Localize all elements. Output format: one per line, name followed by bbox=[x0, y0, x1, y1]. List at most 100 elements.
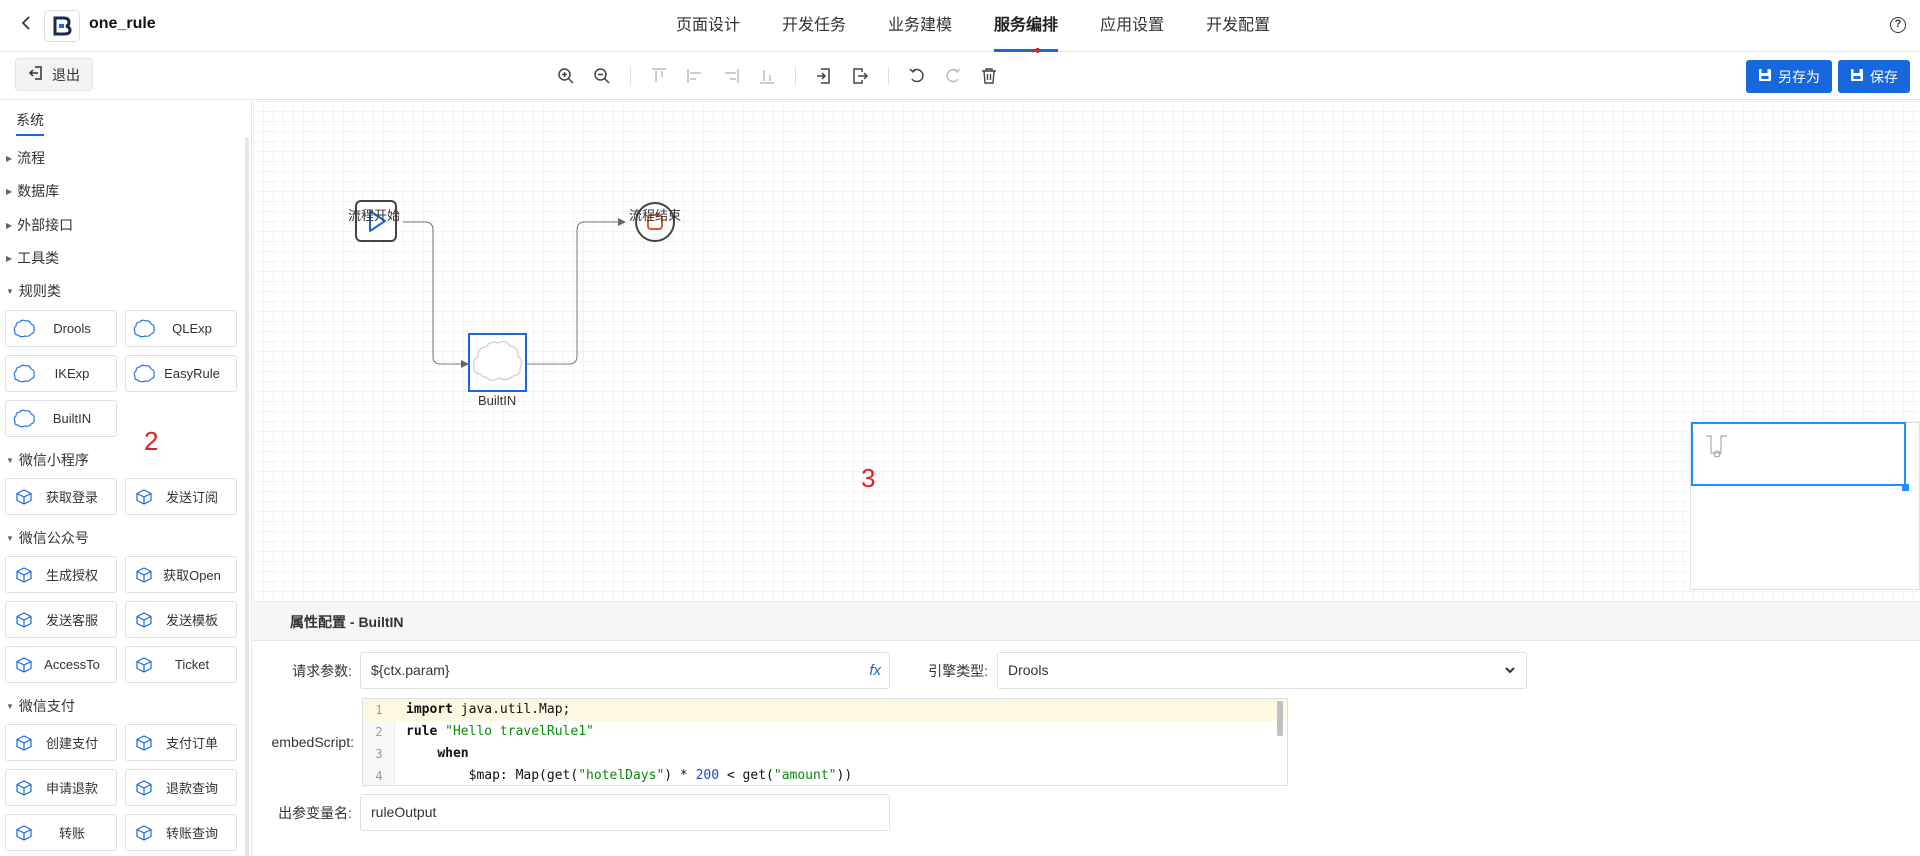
end-node bbox=[635, 202, 675, 242]
component-qlexp[interactable]: QLExp bbox=[125, 310, 237, 347]
caret-down-icon: ▼ bbox=[6, 286, 14, 296]
category-external-api[interactable]: ▶外部接口 bbox=[6, 217, 74, 233]
start-node bbox=[355, 200, 397, 242]
component-send-customer-service[interactable]: 发送客服 bbox=[5, 601, 117, 638]
minimap-viewport[interactable] bbox=[1691, 422, 1906, 486]
app-name: one_rule bbox=[89, 15, 156, 32]
component-send-subscribe[interactable]: 发送订阅 bbox=[125, 478, 237, 515]
component-ikexp[interactable]: IKExp bbox=[5, 355, 117, 392]
cube-icon bbox=[12, 485, 36, 509]
minimap-resize-handle[interactable] bbox=[1902, 484, 1909, 491]
zoom-in-icon[interactable] bbox=[548, 63, 584, 89]
category-wechat-miniprogram[interactable]: ▼微信小程序 bbox=[6, 452, 89, 468]
code-line: $map: Map(get("hotelDays") * 200 < get("… bbox=[406, 768, 853, 783]
flow-edge bbox=[403, 221, 469, 368]
flow-canvas[interactable]: 流程开始 流程结束 BuiltIN 3 bbox=[253, 101, 1920, 601]
component-get-openid[interactable]: 获取Open bbox=[125, 556, 237, 593]
component-access-token[interactable]: AccessTo bbox=[5, 646, 117, 683]
save-as-icon bbox=[1758, 68, 1772, 85]
minimap[interactable] bbox=[1690, 422, 1920, 590]
cube-icon bbox=[132, 776, 156, 800]
cube-icon bbox=[12, 563, 36, 587]
caret-down-icon: ▼ bbox=[6, 533, 14, 543]
category-database[interactable]: ▶数据库 bbox=[6, 183, 60, 199]
output-var-input[interactable]: ruleOutput bbox=[360, 794, 890, 831]
save-as-button[interactable]: 另存为 bbox=[1746, 60, 1832, 93]
category-rules[interactable]: ▼规则类 bbox=[6, 283, 61, 299]
task-node-label: BuiltIN bbox=[478, 393, 517, 408]
annotation-3: 3 bbox=[861, 463, 876, 493]
save-button[interactable]: 保存 bbox=[1838, 60, 1910, 93]
component-send-template[interactable]: 发送模板 bbox=[125, 601, 237, 638]
undo-icon[interactable] bbox=[899, 63, 935, 89]
flow-diagram bbox=[355, 200, 675, 392]
line-number: 1 bbox=[375, 703, 383, 717]
category-wechat-pay[interactable]: ▼微信支付 bbox=[6, 698, 75, 714]
component-ticket[interactable]: Ticket bbox=[125, 646, 237, 683]
cube-icon bbox=[132, 821, 156, 845]
caret-down-icon: ▼ bbox=[6, 455, 14, 465]
component-easyrule[interactable]: EasyRule bbox=[125, 355, 237, 392]
component-create-payment[interactable]: 创建支付 bbox=[5, 724, 117, 761]
save-as-label: 另存为 bbox=[1778, 68, 1820, 85]
tab-dev-config[interactable]: 开发配置 bbox=[1206, 17, 1271, 34]
cloud-icon bbox=[132, 362, 156, 386]
engine-type-select[interactable]: Drools bbox=[997, 652, 1527, 689]
cube-icon bbox=[12, 776, 36, 800]
embed-script-label: embedScript: bbox=[271, 734, 354, 750]
annotation-2: 2 bbox=[144, 426, 159, 456]
component-builtin[interactable]: BuiltIN bbox=[5, 400, 117, 437]
back-icon[interactable] bbox=[20, 14, 32, 37]
end-node-label: 流程结束 bbox=[629, 208, 682, 223]
delete-icon[interactable] bbox=[971, 63, 1007, 89]
exit-button[interactable]: 退出 bbox=[15, 58, 93, 91]
category-wechat-official[interactable]: ▼微信公众号 bbox=[6, 530, 89, 546]
component-transfer-query[interactable]: 转账查询 bbox=[125, 814, 237, 851]
line-number: 3 bbox=[375, 747, 383, 761]
request-params-label: 请求参数: bbox=[292, 663, 352, 679]
sidebar-scrollbar[interactable] bbox=[245, 137, 249, 856]
request-params-input[interactable]: ${ctx.param} fx bbox=[360, 652, 890, 689]
align-top-icon[interactable] bbox=[641, 63, 677, 89]
tab-service-orchestration[interactable]: 服务编排 bbox=[973, 0, 1079, 52]
align-left-icon[interactable] bbox=[677, 63, 713, 89]
cube-icon bbox=[132, 563, 156, 587]
editor-toolbar: 退出 另存为 保存 bbox=[0, 53, 1920, 100]
line-number: 4 bbox=[375, 769, 383, 783]
cube-icon bbox=[12, 608, 36, 632]
cloud-icon bbox=[12, 407, 36, 431]
editor-scrollbar[interactable] bbox=[1277, 701, 1283, 736]
embed-script-editor[interactable]: import java.util.Map; rule "Hello travel… bbox=[362, 698, 1288, 786]
component-refund-query[interactable]: 退款查询 bbox=[125, 769, 237, 806]
canvas-tools bbox=[548, 63, 1007, 89]
redo-icon[interactable] bbox=[935, 63, 971, 89]
code-line: rule "Hello travelRule1" bbox=[406, 724, 594, 739]
component-gen-auth[interactable]: 生成授权 bbox=[5, 556, 117, 593]
category-tools[interactable]: ▶工具类 bbox=[6, 250, 60, 266]
component-transfer[interactable]: 转账 bbox=[5, 814, 117, 851]
tab-page-design[interactable]: 页面设计 bbox=[676, 17, 741, 34]
exit-icon bbox=[28, 65, 44, 84]
tab-app-settings[interactable]: 应用设置 bbox=[1100, 17, 1165, 34]
export-icon[interactable] bbox=[842, 63, 878, 89]
zoom-out-icon[interactable] bbox=[584, 63, 620, 89]
align-right-icon[interactable] bbox=[713, 63, 749, 89]
component-drools[interactable]: Drools bbox=[5, 310, 117, 347]
code-line: import java.util.Map; bbox=[363, 699, 1287, 721]
import-icon[interactable] bbox=[806, 63, 842, 89]
tab-system[interactable]: 系统 bbox=[16, 110, 44, 136]
flow-edge bbox=[525, 218, 626, 365]
component-apply-refund[interactable]: 申请退款 bbox=[5, 769, 117, 806]
fx-button[interactable]: fx bbox=[869, 662, 881, 679]
component-pay-order[interactable]: 支付订单 bbox=[125, 724, 237, 761]
cube-icon bbox=[132, 653, 156, 677]
cube-icon bbox=[12, 821, 36, 845]
align-bottom-icon[interactable] bbox=[749, 63, 785, 89]
tab-business-modeling[interactable]: 业务建模 bbox=[888, 17, 953, 34]
cube-icon bbox=[132, 485, 156, 509]
component-get-login[interactable]: 获取登录 bbox=[5, 478, 117, 515]
tab-dev-tasks[interactable]: 开发任务 bbox=[782, 17, 847, 34]
help-icon[interactable]: ? bbox=[1890, 17, 1906, 33]
category-flow[interactable]: ▶流程 bbox=[6, 150, 46, 166]
code-line: when bbox=[437, 746, 469, 761]
